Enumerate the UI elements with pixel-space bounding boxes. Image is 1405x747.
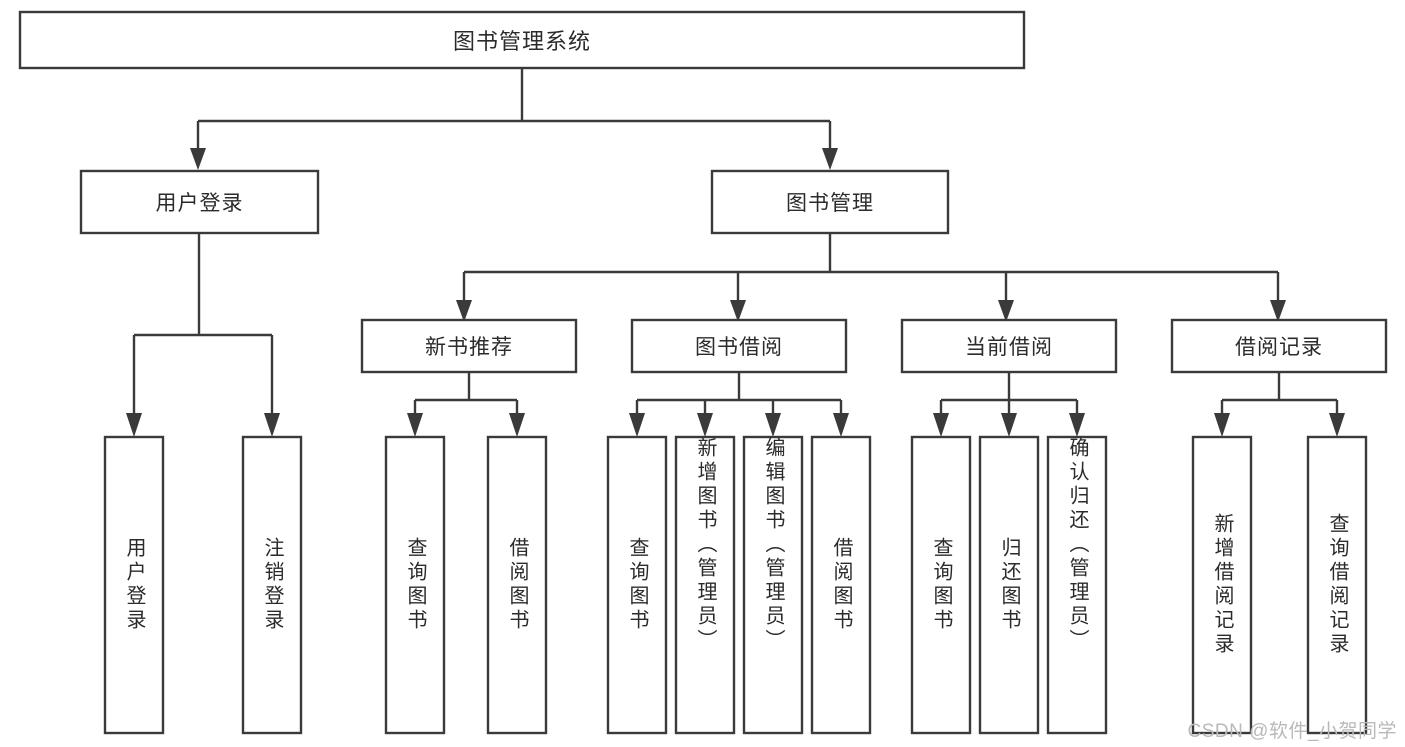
arrow-user-login-leaf-1 (126, 413, 142, 437)
node-root-box[interactable] (18, 10, 1026, 70)
node-leaf-borrow-book-1-box[interactable] (486, 435, 548, 735)
arrow-book-borrow-leaf-2 (697, 413, 713, 437)
arrow-new-book-rec-leaf-1 (407, 413, 423, 437)
node-leaf-borrow-book-2-box[interactable] (810, 435, 872, 735)
node-book-manage-box[interactable] (710, 169, 950, 235)
arrow-book-borrow-leaf-1 (629, 413, 645, 437)
node-borrow-record-box[interactable] (1170, 318, 1388, 374)
node-book-borrow-box[interactable] (630, 318, 848, 374)
node-current-borrow-box[interactable] (900, 318, 1118, 374)
node-leaf-logout-box[interactable] (241, 435, 303, 735)
arrow-borrow-record-leaf-2 (1329, 413, 1345, 437)
node-user-login-box[interactable] (79, 169, 320, 235)
arrow-book-borrow-leaf-4 (833, 413, 849, 437)
arrow-to-new-book-rec (456, 300, 472, 322)
node-leaf-query-book-1-box[interactable] (384, 435, 446, 735)
node-leaf-add-book-box[interactable] (674, 435, 736, 735)
arrow-to-book-borrow (730, 300, 746, 322)
arrow-root-to-user-login (190, 148, 206, 170)
arrow-book-borrow-leaf-3 (765, 413, 781, 437)
node-leaf-confirm-return-box[interactable] (1046, 435, 1108, 735)
arrow-root-to-book-manage (822, 148, 838, 170)
arrow-to-borrow-record (1270, 300, 1286, 322)
arrow-current-borrow-leaf-1 (933, 413, 949, 437)
arrow-borrow-record-leaf-1 (1214, 413, 1230, 437)
arrow-new-book-rec-leaf-2 (509, 413, 525, 437)
arrow-to-current-borrow (998, 300, 1014, 322)
node-leaf-user-login-box[interactable] (103, 435, 165, 735)
arrow-user-login-leaf-2 (264, 413, 280, 437)
node-leaf-query-record-box[interactable] (1306, 435, 1368, 735)
watermark-text: CSDN @软件_小贺同学 (1187, 721, 1397, 742)
node-leaf-add-record-box[interactable] (1191, 435, 1253, 735)
arrow-current-borrow-leaf-2 (1001, 413, 1017, 437)
node-leaf-edit-book-box[interactable] (742, 435, 804, 735)
node-leaf-query-book-3-box[interactable] (910, 435, 972, 735)
node-leaf-query-book-2-box[interactable] (606, 435, 668, 735)
node-leaf-return-book-box[interactable] (978, 435, 1040, 735)
node-new-book-rec-box[interactable] (360, 318, 578, 374)
arrow-current-borrow-leaf-3 (1069, 413, 1085, 437)
